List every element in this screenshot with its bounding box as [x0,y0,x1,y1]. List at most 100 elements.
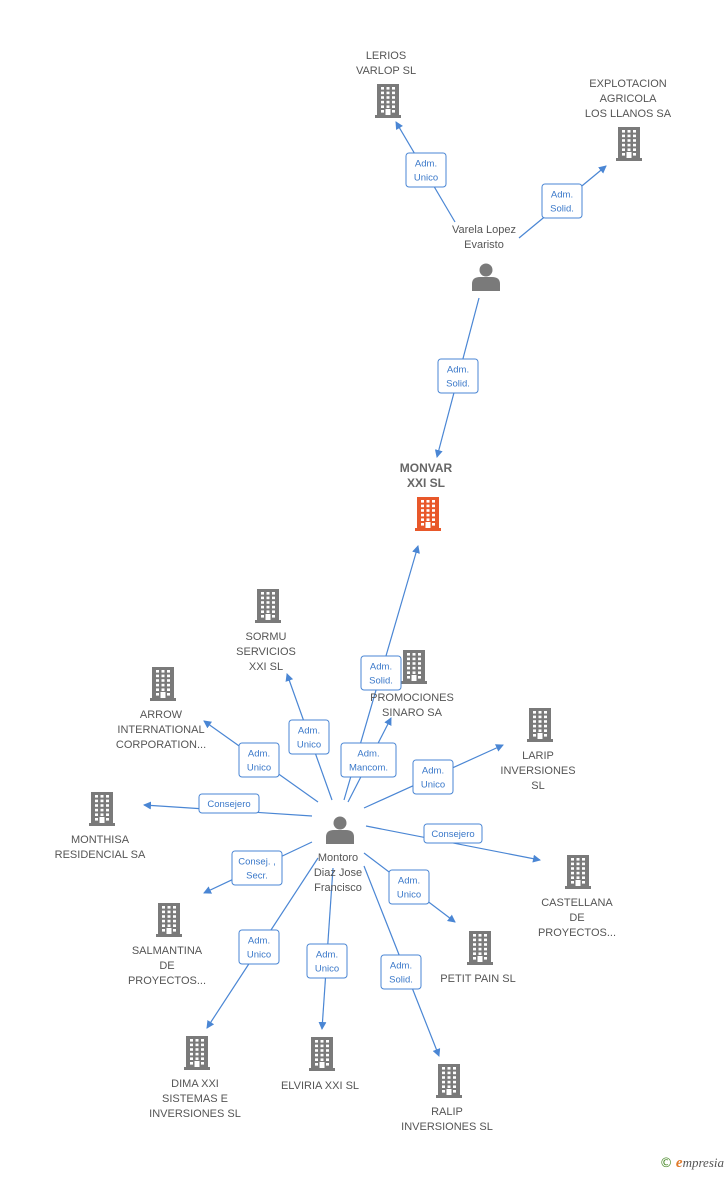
node-label: SISTEMAS E [162,1093,228,1105]
edge-label-text: Adm. [398,876,420,887]
node-label: XXI SL [407,476,445,490]
node-label: PROYECTOS... [538,927,616,939]
edge-label-text: Unico [414,173,438,184]
edge-label-montoro-arrow[interactable]: Adm. Unico [238,742,280,778]
edge-label-text: Adm. [248,936,270,947]
node-label: LARIP [522,750,554,762]
node-label: LERIOS [366,50,406,62]
building-icon [150,667,176,701]
edge-label-text: Adm. [415,159,437,170]
edge-label-text: Adm. [370,662,392,673]
edge-label-box [360,655,402,691]
node-label: SORMU [246,631,287,643]
edge-label-box [306,943,348,979]
edge-label-montoro-salmantina[interactable]: Consej. ,Secr. [231,850,283,886]
edge-label-text: Adm. [357,749,379,760]
edge-label-montoro-ralip[interactable]: Adm.Solid. [380,954,422,990]
edge-label-text: Secr. [246,871,268,882]
node-label: SERVICIOS [236,646,296,658]
edge-label-text: Solid. [550,204,574,215]
edge-label-box [198,793,260,814]
node-label: PROYECTOS... [128,975,206,987]
edge-label-montoro-castellana[interactable]: Consejero [423,823,483,844]
node-label: Varela Lopez [452,224,516,236]
node-label: INTERNATIONAL [117,724,204,736]
edge-label-text: Consejero [207,799,250,810]
edge-label-text: Adm. [422,766,444,777]
brand-logo-letter: e [675,1155,683,1171]
node-monthisa[interactable]: MONTHISA RESIDENCIAL SA [55,792,146,861]
edge-label-text: Unico [397,890,421,901]
edge-label-box [238,929,280,965]
node-label: Francisco [314,882,362,894]
node-label: Evaristo [464,239,504,251]
edge-label-montoro-elviria[interactable]: Adm.Unico [306,943,348,979]
edge-label-text: Adm. [248,749,270,760]
edge-label-montoro-sormu[interactable]: Adm. Unico [288,719,330,755]
node-label: SALMANTINA [132,945,203,957]
brand-logo-text: mpresia [682,1155,724,1170]
node-label: INVERSIONES SL [149,1108,241,1120]
building-icon [309,1037,335,1071]
edge-label-montoro-monvar[interactable]: Adm.Solid. [360,655,402,691]
edge-label-montoro-monthisa[interactable]: Consejero [198,793,260,814]
edge-label-box [340,742,397,778]
building-icon [415,497,441,531]
edge-label-text: Consejero [431,829,474,840]
node-label: LOS LLANOS SA [585,108,672,120]
edge-label-montoro-larip[interactable]: Adm. Unico [412,759,454,795]
node-dima[interactable]: DIMA XXI SISTEMAS E INVERSIONES SL [149,1036,241,1120]
building-icon [255,589,281,623]
edge-label-montoro-petitpain[interactable]: Adm. Unico [388,869,430,905]
edge-label-box [405,152,447,188]
edge-label-varela-explotacion[interactable]: Adm. Solid. [541,183,583,219]
node-salmantina[interactable]: SALMANTINA DE PROYECTOS... [128,903,206,987]
node-label: VARLOP SL [356,65,416,77]
footer-brand: © empresia [660,1155,724,1172]
edge-label-box [380,954,422,990]
node-elviria[interactable]: ELVIRIA XXI SL [281,1037,359,1092]
node-label: RESIDENCIAL SA [55,849,146,861]
node-label: INVERSIONES [500,765,575,777]
edge-label-box [412,759,454,795]
node-label: ELVIRIA XXI SL [281,1080,359,1092]
edge-label-montoro-promociones[interactable]: Adm.Mancom. [340,742,397,778]
node-label: Montoro [318,852,358,864]
node-label: CASTELLANA [541,897,613,909]
node-label: CORPORATION... [116,739,206,751]
edge-label-text: Unico [421,780,445,791]
edge-label-text: Unico [247,763,271,774]
node-arrow[interactable]: ARROWINTERNATIONALCORPORATION... [116,667,206,751]
node-label: DE [159,960,174,972]
node-label: MONVAR [400,461,453,475]
node-castellana[interactable]: CASTELLANADEPROYECTOS... [538,855,616,939]
node-lerios[interactable]: LERIOS VARLOP SL [356,50,416,118]
edge-label-varela-monvar[interactable]: Adm.Solid. [437,358,479,394]
node-label: PETIT PAIN SL [440,973,515,985]
building-icon [436,1064,462,1098]
edge-label-varela-lerios[interactable]: Adm. Unico [405,152,447,188]
edge-label-box [288,719,330,755]
node-ralip[interactable]: RALIP INVERSIONES SL [401,1064,493,1133]
node-label: MONTHISA [71,834,130,846]
edge-label-text: Unico [297,740,321,751]
edge-label-text: Adm. [551,190,573,201]
node-label: RALIP [431,1106,463,1118]
node-label: DIMA XXI [171,1078,219,1090]
building-icon [565,855,591,889]
edge-labels-layer: Adm.UnicoAdm.Solid.Adm.Solid.Adm.Solid.A… [198,152,583,990]
edge-label-montoro-dima[interactable]: Adm.Unico [238,929,280,965]
node-label: INVERSIONES SL [401,1121,493,1133]
building-icon [467,931,493,965]
node-petitpain[interactable]: PETIT PAIN SL [440,931,516,985]
edge-label-text: Adm. [298,726,320,737]
